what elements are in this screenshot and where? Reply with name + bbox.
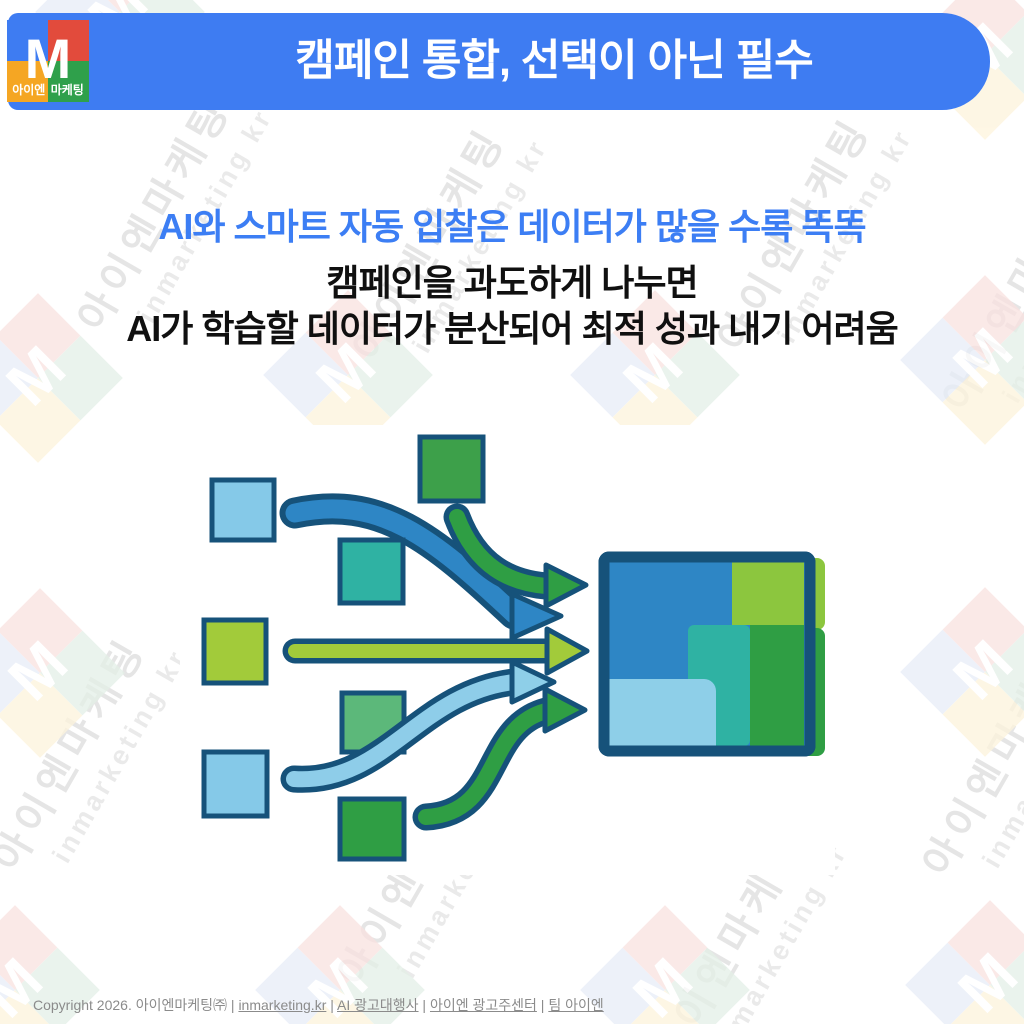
- logo-labels: 아이엔 마케팅: [10, 79, 86, 100]
- consolidation-svg: [201, 434, 825, 862]
- small-campaign-square: [337, 796, 407, 862]
- body-line-2: AI가 학습할 데이터가 분산되어 최적 성과 내기 어려움: [126, 308, 899, 349]
- watermark-brand: 아이엔마케팅: [0, 629, 155, 879]
- small-campaign-square: [417, 434, 486, 504]
- header-banner: 캠페인 통합, 선택이 아닌 필수: [8, 13, 990, 110]
- watermark-text: 아이엔마케팅 inmarketing kr: [906, 617, 1024, 903]
- merge-arrow-green-top: [443, 503, 589, 609]
- page-title: 캠페인 통합, 선택이 아닌 필수: [295, 37, 813, 85]
- body-copy: 캠페인을 과도하게 나누면 AI가 학습할 데이터가 분산되어 최적 성과 내기…: [0, 260, 1024, 352]
- footer-link-ad-agency[interactable]: AI 광고대행사: [337, 997, 419, 1013]
- watermark-text: 아이엔마케팅 inmarketing kr: [0, 612, 194, 898]
- footer-separator: |: [326, 997, 338, 1013]
- watermark-logo-icon: M: [900, 587, 1024, 757]
- merge-arrow-green-bottom: [412, 686, 588, 831]
- footer-separator: |: [536, 997, 549, 1013]
- footer-separator: |: [227, 997, 239, 1013]
- footer-link-inmarketing[interactable]: inmarketing.kr: [238, 997, 327, 1013]
- small-campaign-square: [201, 749, 270, 819]
- campaign-consolidation-illustration: [180, 425, 835, 875]
- consolidated-campaign-square: [598, 551, 825, 757]
- brand-logo-icon: M 아이엔 마케팅: [7, 20, 89, 102]
- region-lime: [732, 562, 804, 625]
- region-lightblue: [606, 679, 716, 746]
- footer-link-advertiser-center[interactable]: 아이엔 광고주센터: [429, 997, 537, 1013]
- body-line-1: 캠페인을 과도하게 나누면: [326, 262, 698, 303]
- region-green: [750, 625, 804, 746]
- watermark-logo-icon: M: [905, 900, 1024, 1024]
- watermark-domain: inmarketing kr: [46, 643, 194, 868]
- logo-label-right: 마케팅: [48, 79, 86, 100]
- watermark-domain: inmarketing kr: [976, 648, 1024, 873]
- merge-arrow-lightblue: [280, 659, 557, 793]
- footer-copyright: Copyright 2026. 아이엔마케팅㈜: [33, 997, 228, 1013]
- watermark-brand: 아이엔마케팅: [915, 634, 1024, 884]
- footer-separator: |: [418, 997, 430, 1013]
- footer: Copyright 2026. 아이엔마케팅㈜ | inmarketing.kr…: [33, 995, 604, 1015]
- headline-blue: AI와 스마트 자동 입찰은 데이터가 많을 수록 똑똑: [158, 206, 866, 247]
- small-campaign-square: [201, 617, 269, 686]
- watermark-logo-icon: M: [0, 588, 125, 758]
- merge-arrow-lime: [282, 626, 590, 676]
- watermark-logo-icon: M: [580, 905, 750, 1024]
- small-campaign-square: [209, 477, 277, 543]
- big-square-border: [598, 551, 816, 757]
- footer-link-team[interactable]: 팀 아이엔: [548, 997, 604, 1013]
- merge-arrow-blue: [279, 493, 564, 641]
- logo-label-left: 아이엔: [10, 79, 48, 100]
- small-campaign-square: [337, 537, 406, 606]
